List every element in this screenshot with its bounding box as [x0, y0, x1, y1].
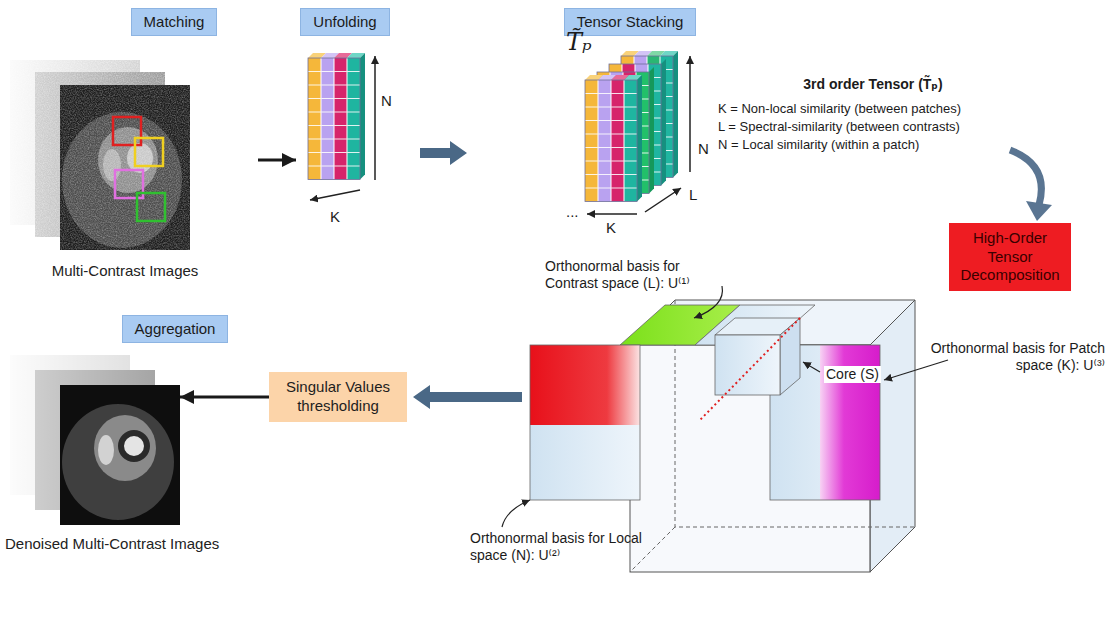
stacked-tensor-part: [624, 80, 637, 202]
tensor-heading: 3rd order Tensor (T̃ₚ): [803, 76, 942, 93]
stacked-tensor-part: [673, 51, 678, 178]
tucker-decomposition-figure-part: [530, 345, 640, 500]
input-image-stack-part: [60, 85, 190, 250]
denoised-image-stack-part: [62, 404, 174, 520]
definition-text: K = Non-local similarity (between patche…: [718, 101, 961, 117]
axis-label: K: [330, 208, 340, 226]
unfolded-matrix: [308, 53, 375, 200]
denoised-image-stack-part: [60, 385, 180, 525]
tucker-decomposition-figure: [502, 286, 948, 572]
image-caption: Denoised Multi-Contrast Images: [5, 535, 219, 552]
step-tag: Unfolding: [300, 8, 389, 37]
step-tag: Matching: [131, 8, 218, 37]
stacked-tensor-part: [611, 80, 624, 202]
box-text: Singular Values thresholding: [277, 378, 399, 416]
tucker-decomposition-figure-part: [530, 425, 640, 500]
step-title: Matching: [144, 13, 205, 32]
process-box: Singular Values thresholding: [269, 372, 407, 422]
definition-text: L = Spectral-similarity (between contras…: [718, 119, 960, 135]
process-box: High-Order Tensor Decomposition: [949, 223, 1071, 291]
axis-label: L: [689, 186, 697, 204]
unfolded-matrix-part: [321, 58, 334, 180]
stacked-tensor-part: [649, 67, 654, 194]
flow-arrow: [413, 385, 522, 409]
tucker-decomposition-figure-part: [884, 360, 948, 380]
denoised-image-stack-part: [94, 415, 156, 481]
step-title: Unfolding: [313, 13, 376, 32]
unfolded-matrix-part: [308, 58, 321, 180]
curved-flow-arrow-part: [1026, 201, 1052, 221]
unfolded-matrix-part: [374, 56, 376, 180]
axis-label: N: [381, 92, 392, 110]
unfolded-matrix-part: [347, 58, 360, 180]
tucker-decomposition-figure-part: [530, 345, 640, 425]
stacked-tensor-part: [689, 56, 691, 172]
basis-label: Orthonormal basis for Contrast space (L)…: [545, 258, 725, 292]
flow-arrow: [180, 396, 269, 399]
denoised-image-stack-part: [121, 433, 147, 459]
basis-label: Orthonormal basis for Patch space (K): U…: [915, 340, 1105, 374]
tucker-decomposition-figure-part: [820, 345, 880, 500]
step-title: Tensor Stacking: [577, 13, 684, 32]
basis-label: Orthonormal basis for Local space (N): U…: [470, 530, 645, 564]
curved-flow-arrow: [1010, 150, 1052, 221]
stacked-tensor-part: [598, 80, 611, 202]
tucker-decomposition-figure-part: [715, 335, 780, 395]
axis-label: N: [698, 140, 709, 158]
tensor-symbol: T̃ₚ: [566, 28, 592, 57]
image-stack: Denoised Multi-Contrast Images: [10, 355, 180, 565]
tucker-decomposition-figure-part: [694, 286, 722, 318]
image-caption: Multi-Contrast Images: [52, 262, 199, 279]
definition-text: N = Local similarity (within a patch): [718, 137, 919, 153]
denoised-image-stack: [10, 355, 180, 525]
step-title: Aggregation: [135, 320, 216, 339]
curved-flow-arrow-part: [1010, 150, 1041, 205]
image-stack: Multi-Contrast Images: [10, 60, 190, 285]
tucker-decomposition-figure-part: [502, 500, 530, 527]
flow-arrow: [258, 159, 296, 162]
flow-arrow: [420, 141, 467, 165]
denoised-image-stack-part: [98, 435, 114, 465]
stacked-tensor-part: [587, 213, 637, 215]
unfolded-matrix-part: [334, 58, 347, 180]
input-image-stack-part: [113, 117, 141, 145]
axis-label: K: [606, 219, 616, 237]
step-tag: Aggregation: [122, 315, 229, 344]
stacked-tensor-part: [585, 80, 637, 202]
stacked-tensor-part: [585, 80, 598, 202]
input-image-stack-part: [60, 85, 190, 250]
input-image-stack-part: [135, 138, 163, 166]
unfolded-matrix-part: [308, 58, 360, 180]
stacked-tensor-part: [645, 188, 681, 212]
tucker-decomposition-figure-part: [803, 362, 820, 372]
input-image-stack-part: [137, 193, 165, 221]
stacked-tensor-part: [637, 75, 642, 202]
ellipsis-mark: ...: [566, 203, 579, 221]
box-text: High-Order Tensor Decomposition: [955, 229, 1065, 285]
unfolded-matrix-part: [310, 190, 360, 200]
input-image-stack: [10, 60, 190, 250]
stacked-tensor-part: [661, 59, 666, 186]
core-label: Core (S): [824, 366, 881, 383]
stacked-tensor: [585, 51, 690, 214]
unfolded-matrix-part: [360, 53, 365, 180]
tucker-decomposition-figure-part: [700, 318, 800, 420]
